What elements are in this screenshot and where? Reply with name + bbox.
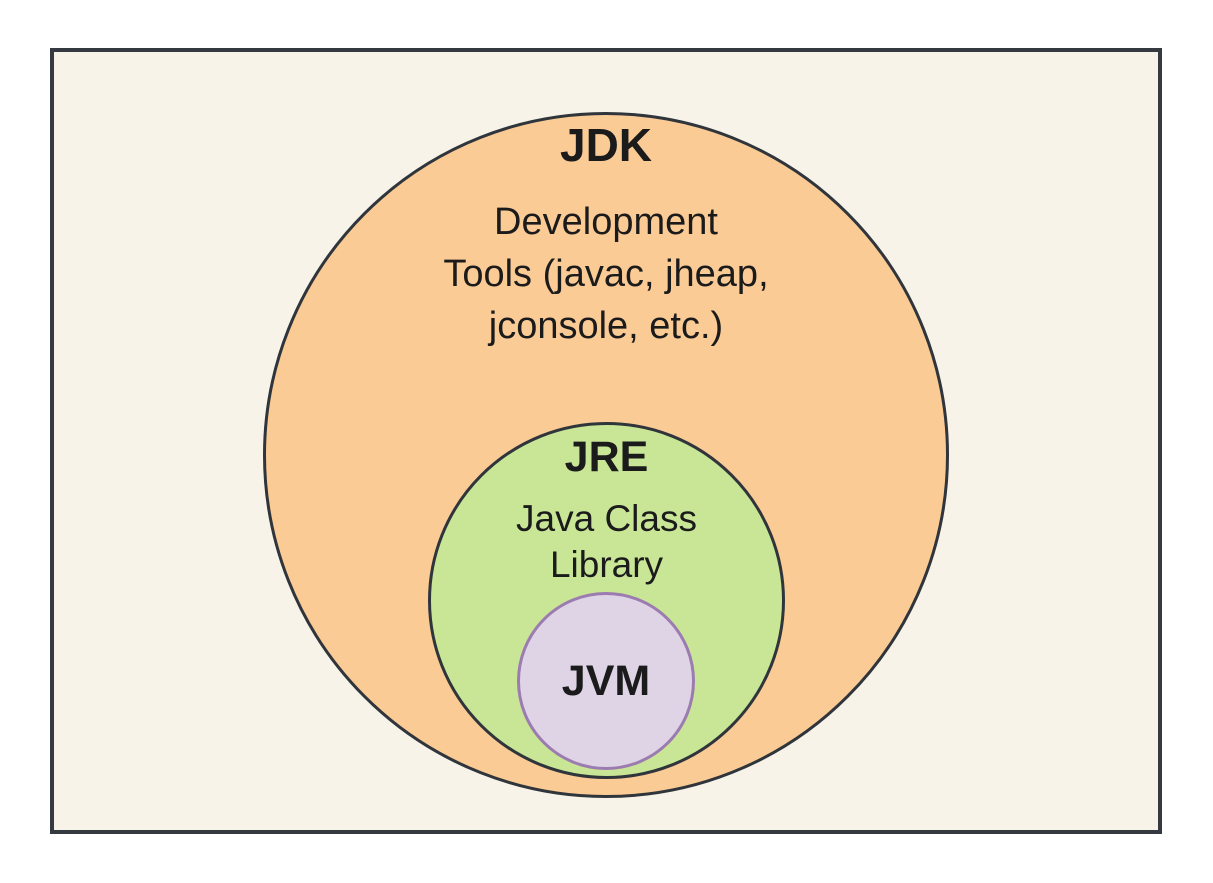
jdk-description-line: Development: [494, 201, 718, 243]
jvm-circle: [517, 592, 695, 770]
jre-label: JRE: [564, 433, 649, 481]
jdk-description-line: Tools (javac, jheap,: [443, 253, 769, 295]
jdk-label: JDK: [559, 119, 653, 171]
jdk-description: Development Tools (javac, jheap, jconsol…: [263, 196, 949, 352]
jvm-label: JVM: [561, 657, 651, 705]
jre-description: Java Class Library: [428, 496, 785, 588]
jre-description-line: Java Class: [516, 498, 697, 539]
jre-description-line: Library: [549, 544, 664, 585]
jdk-description-line: jconsole, etc.): [488, 305, 724, 347]
